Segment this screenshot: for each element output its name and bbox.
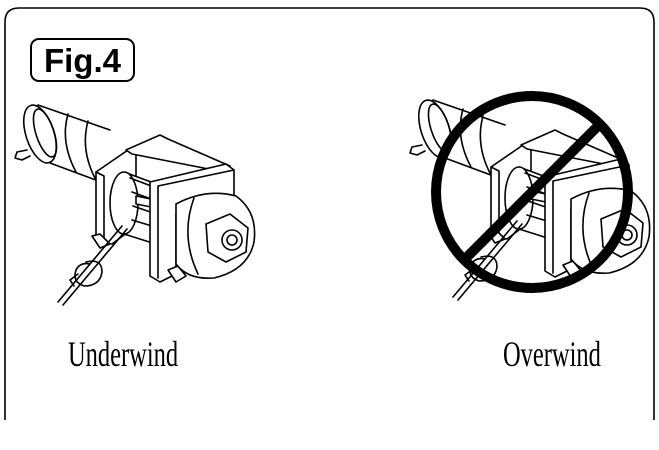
- figure-label: Fig.4: [30, 38, 135, 82]
- winch-illustration-underwind: [14, 104, 256, 306]
- figure-label-text: Fig.4: [43, 41, 121, 79]
- caption-overwind: Overwind: [503, 334, 601, 374]
- winch-hook: [69, 260, 103, 287]
- winch-clutch-knob: [205, 213, 249, 263]
- winch-motor-end-cap: [14, 104, 58, 164]
- prohibited-icon: [431, 91, 633, 293]
- figure-border: [4, 7, 655, 420]
- caption-underwind: Underwind: [68, 334, 179, 374]
